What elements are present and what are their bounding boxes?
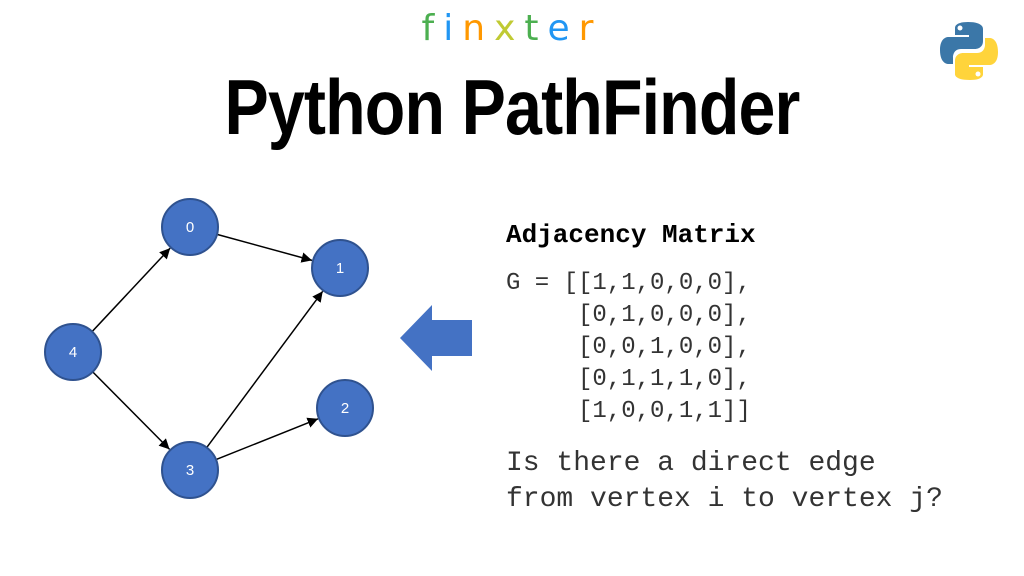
edge-4-3 — [92, 371, 171, 450]
brand-letter: n — [462, 8, 495, 49]
matrix-row: [0,1,1,1,0], — [506, 366, 751, 393]
node-4 — [44, 323, 102, 381]
matrix-title: Adjacency Matrix — [506, 220, 756, 250]
brand-letter: f — [421, 8, 444, 49]
brand-letter: r — [578, 8, 603, 49]
question-line: from vertex i to vertex j? — [506, 484, 943, 515]
matrix-row: G = [[1,1,0,0,0], — [506, 270, 751, 297]
node-label: 3 — [186, 462, 194, 479]
matrix-row: [0,0,1,0,0], — [506, 334, 751, 361]
brand-letter: t — [524, 8, 548, 49]
edge-4-0 — [91, 247, 171, 333]
edge-0-1 — [216, 233, 313, 263]
left-arrow-icon — [400, 305, 472, 371]
node-1 — [311, 239, 369, 297]
page-title: Python PathFinder — [224, 63, 801, 151]
matrix-row: [1,0,0,1,1]] — [506, 398, 751, 425]
python-logo-icon — [940, 22, 998, 80]
node-label: 2 — [341, 400, 349, 417]
node-label: 4 — [69, 344, 77, 361]
edge-3-2 — [215, 417, 319, 461]
finxter-logo: finxter — [0, 8, 1024, 49]
brand-letter: x — [494, 8, 525, 49]
brand-letter: e — [547, 8, 579, 49]
node-3 — [161, 441, 219, 499]
node-label: 1 — [336, 260, 344, 277]
question-line: Is there a direct edge — [506, 448, 876, 479]
node-label: 0 — [186, 219, 194, 236]
matrix-row: [0,1,0,0,0], — [506, 302, 751, 329]
node-0 — [161, 198, 219, 256]
node-2 — [316, 379, 374, 437]
edge-3-1 — [206, 290, 324, 448]
brand-letter: i — [443, 8, 463, 49]
